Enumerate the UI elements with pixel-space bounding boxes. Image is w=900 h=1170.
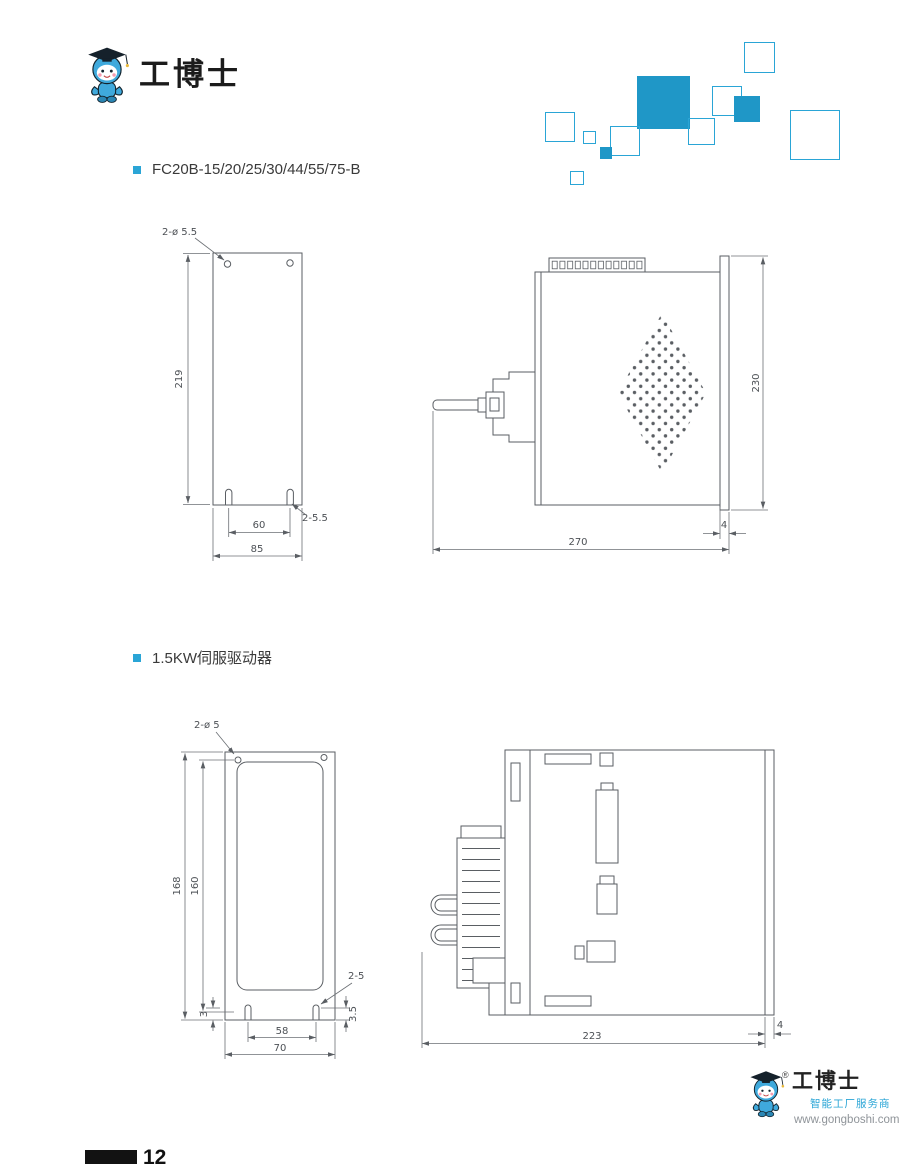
servo-front-view: 2-ø 5 168 160 3 58 70 2-5 3.5 bbox=[172, 720, 364, 1059]
deco-square bbox=[790, 110, 840, 160]
deco-square bbox=[637, 76, 690, 129]
bullet-icon bbox=[133, 165, 141, 174]
servo-side-view: 223 4 bbox=[421, 749, 791, 1048]
dim-side-depth: 223 bbox=[582, 1031, 601, 1042]
deco-square bbox=[734, 96, 760, 122]
dim-front-width: 70 bbox=[274, 1043, 287, 1054]
dim-bottom-offset: 3 bbox=[199, 1011, 210, 1017]
deco-square bbox=[570, 171, 584, 185]
fc20b-front-view: 2-ø 5.5 219 60 85 2-5.5 bbox=[162, 227, 328, 561]
page-footer: 12 bbox=[85, 1146, 166, 1170]
registered-mark: ® bbox=[782, 1070, 789, 1080]
dim-side-height: 230 bbox=[751, 373, 762, 392]
footer-website: www.gongboshi.com bbox=[794, 1114, 900, 1126]
section-title-fc20b: FC20B-15/20/25/30/44/55/75-B bbox=[133, 161, 360, 178]
section-title-text: FC20B-15/20/25/30/44/55/75-B bbox=[152, 161, 361, 178]
connector-pins bbox=[457, 840, 505, 986]
deco-square bbox=[545, 112, 575, 142]
deco-square bbox=[610, 126, 640, 156]
dim-slot-label: 2-5 bbox=[348, 971, 364, 982]
dim-front-height: 219 bbox=[174, 369, 185, 388]
mascot-icon bbox=[83, 46, 131, 104]
dim-side-depth: 270 bbox=[568, 537, 587, 548]
brand-logo: 工博士 bbox=[83, 46, 241, 104]
brand-logo-text: 工博士 bbox=[139, 57, 241, 92]
footer-tagline: 智能工厂服务商 bbox=[810, 1098, 891, 1110]
dim-hole-label: 2-ø 5.5 bbox=[162, 227, 197, 238]
dim-front-width: 85 bbox=[251, 544, 264, 555]
deco-square bbox=[600, 147, 612, 159]
dim-hole-pitch: 58 bbox=[276, 1026, 289, 1037]
dim-inner-height: 160 bbox=[190, 876, 201, 895]
footer-brand: ® 工博士 智能工厂服务商 www.gongboshi.com bbox=[746, 1070, 899, 1126]
dim-hole-label: 2-ø 5 bbox=[194, 720, 220, 731]
fc20b-dimension-drawing: 2-ø 5.5 219 60 85 2-5.5 230 bbox=[162, 227, 768, 561]
dim-hole-pitch: 60 bbox=[253, 520, 266, 531]
page-number: 12 bbox=[143, 1146, 167, 1169]
dim-slot-offset: 3.5 bbox=[348, 1006, 359, 1022]
section-title-15kw: 1.5KW伺服驱动器 bbox=[133, 647, 272, 668]
footer-brand-text: 工博士 bbox=[792, 1070, 861, 1093]
deco-squares bbox=[530, 35, 875, 200]
servo-drive-dimension-drawing: 2-ø 5 168 160 3 58 70 2-5 3.5 bbox=[172, 720, 791, 1059]
footer-bar bbox=[85, 1150, 137, 1164]
deco-square bbox=[688, 118, 715, 145]
vent-holes bbox=[618, 313, 706, 473]
dim-flange: 4 bbox=[777, 1020, 783, 1031]
deco-square bbox=[583, 131, 596, 144]
deco-square bbox=[744, 42, 775, 73]
section-title-text: 1.5KW伺服驱动器 bbox=[152, 650, 273, 667]
bullet-icon bbox=[133, 653, 141, 662]
fc20b-side-view: 230 270 4 bbox=[432, 255, 768, 554]
dim-front-height: 168 bbox=[172, 876, 183, 895]
mascot-icon bbox=[746, 1070, 786, 1118]
dim-slot-label: 2-5.5 bbox=[302, 513, 328, 524]
dim-flange: 4 bbox=[721, 520, 727, 531]
